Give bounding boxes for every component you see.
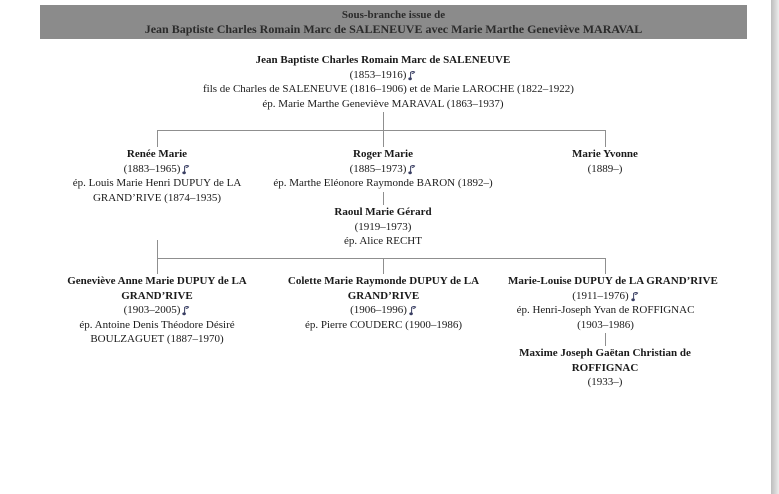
note-icon[interactable]	[182, 164, 190, 175]
person-name: Maxime Joseph Gaëtan Christian de ROFFIG…	[519, 347, 691, 374]
connector-line	[157, 131, 158, 147]
person-spouse: ép. Alice RECHT	[344, 235, 422, 248]
person-dates: (1885–1973)	[258, 162, 508, 177]
dates-text: (1906–1996)	[350, 304, 407, 317]
person-node-roger: Roger Marie (1885–1973) ép. Marthe Eléon…	[258, 147, 508, 191]
dates-text: (1853–1916)	[349, 68, 407, 81]
person-name: Marie-Louise DUPUY de LA GRAND’RIVE	[508, 275, 718, 287]
dates-text: (1885–1973)	[349, 162, 407, 175]
person-spouse: ép. Marie Marthe Geneviève MARAVAL (1863…	[262, 97, 504, 110]
person-dates: (1883–1965)	[62, 162, 252, 177]
person-spouse: ép. Louis Marie Henri DUPUY de LA GRAND’…	[72, 177, 242, 204]
person-name: Colette Marie Raymonde DUPUY de LA GRAND…	[287, 275, 480, 302]
person-node-saleneuve-root: Jean Baptiste Charles Romain Marc de SAL…	[203, 53, 574, 111]
window-right-edge	[771, 0, 779, 494]
dates-text: (1903–2005)	[123, 304, 181, 317]
person-dates: (1911–1976)	[508, 289, 703, 304]
note-icon[interactable]	[409, 305, 417, 316]
person-dates: (1906–1996)	[276, 303, 491, 318]
person-node-maxime: Maxime Joseph Gaëtan Christian de ROFFIG…	[505, 346, 705, 390]
connector-line	[157, 259, 158, 274]
connector-line	[383, 259, 384, 274]
person-node-genevieve: Geneviève Anne Marie DUPUY de LA GRAND’R…	[47, 274, 267, 347]
person-spouse: ép. Antoine Denis Théodore Désiré BOULZA…	[79, 318, 235, 346]
person-name: Raoul Marie Gérard	[334, 206, 432, 218]
person-node-raoul: Raoul Marie Gérard (1919–1973) ép. Alice…	[283, 205, 483, 249]
connector-line	[605, 131, 606, 147]
person-spouse: ép. Henri-Joseph Yvan de ROFFIGNAC (1903…	[516, 304, 695, 331]
note-icon[interactable]	[408, 70, 416, 81]
person-dates: (1903–2005)	[47, 303, 267, 318]
person-spouse: ép. Marthe Eléonore Raymonde BARON (1892…	[273, 177, 493, 190]
connector-line	[157, 240, 158, 258]
connector-line	[157, 258, 606, 259]
person-dates: (1889–)	[587, 162, 623, 175]
connector-line	[383, 192, 384, 205]
connector-line	[383, 131, 384, 147]
connector-line	[383, 112, 384, 130]
connector-line	[605, 259, 606, 274]
person-node-marie-louise: Marie-Louise DUPUY de LA GRAND’RIVE (191…	[508, 274, 718, 332]
title-banner: Sous-branche issue de Jean Baptiste Char…	[40, 5, 747, 39]
connector-line	[157, 130, 606, 131]
person-name: Marie Yvonne	[572, 148, 638, 160]
person-dates: (1919–1973)	[354, 220, 412, 233]
note-icon[interactable]	[631, 291, 639, 302]
person-dates: (1853–1916)	[203, 68, 563, 83]
person-name: Renée Marie	[126, 148, 188, 160]
person-name: Jean Baptiste Charles Romain Marc de SAL…	[255, 54, 511, 66]
person-dates: (1933–)	[587, 376, 623, 389]
dates-text: (1911–1976)	[572, 289, 629, 302]
note-icon[interactable]	[182, 305, 190, 316]
person-spouse: ép. Pierre COUDERC (1900–1986)	[304, 318, 463, 331]
person-node-marie-yvonne: Marie Yvonne (1889–)	[535, 147, 675, 176]
note-icon[interactable]	[408, 164, 416, 175]
person-parents: fils de Charles de SALENEUVE (1816–1906)…	[203, 83, 574, 96]
connector-line	[605, 333, 606, 346]
person-node-colette: Colette Marie Raymonde DUPUY de LA GRAND…	[276, 274, 491, 332]
person-name: Roger Marie	[353, 148, 413, 160]
banner-subtitle: Sous-branche issue de	[341, 9, 446, 21]
dates-text: (1883–1965)	[123, 162, 181, 175]
person-node-renee: Renée Marie (1883–1965) ép. Louis Marie …	[62, 147, 252, 205]
person-name: Geneviève Anne Marie DUPUY de LA GRAND’R…	[67, 275, 247, 302]
banner-title: Jean Baptiste Charles Romain Marc de SAL…	[144, 22, 643, 36]
